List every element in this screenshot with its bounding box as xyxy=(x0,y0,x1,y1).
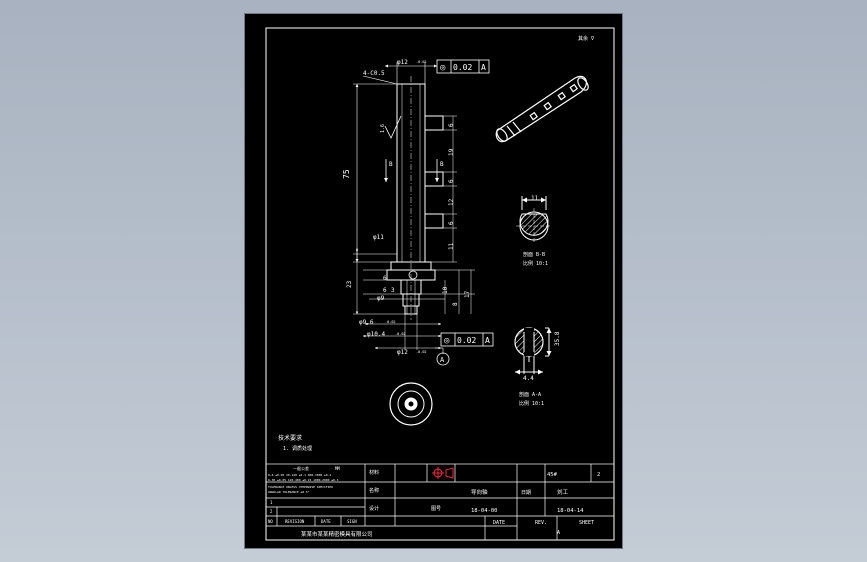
dia-11-text: φ11 xyxy=(373,234,384,241)
col-date: DATE xyxy=(321,519,331,524)
slot-dims xyxy=(431,115,457,263)
col-no: NO xyxy=(268,519,273,524)
cad-drawing: 其余 ∇ φ12 -0.02 4-C0.5 xyxy=(265,27,615,541)
quantity-value: 2 xyxy=(597,472,600,478)
dim-8-text: 8 xyxy=(452,302,459,306)
section-a-scale: 比例 10:1 xyxy=(519,400,544,407)
dia-10-4-text: φ10.4 xyxy=(367,331,385,338)
dia-12-bottom-text: φ12 xyxy=(397,349,408,356)
section-a-dim-h: 35.8 xyxy=(554,331,561,346)
dim-6b-text: 6 xyxy=(383,287,387,294)
tol-header-2: MM xyxy=(335,466,340,471)
length-main-text: 75 xyxy=(342,169,351,179)
shaft-main-view xyxy=(386,76,444,320)
rev-2: 2 xyxy=(270,509,273,514)
gtol-datum-bottom: A xyxy=(485,336,490,345)
company-name: 某某市某某精密模具有限公司 xyxy=(301,530,373,538)
tech-req-1: 1. 调质处理 xyxy=(283,445,312,452)
tol-header-1: 一般公差 xyxy=(293,465,309,471)
surface-mark-text: 1.6 xyxy=(380,124,386,133)
part-name-label: 名称 xyxy=(369,487,379,494)
slot-dim-6: 11 xyxy=(448,242,455,250)
top-dims xyxy=(353,62,437,263)
date-label: 日期 xyxy=(521,490,531,496)
slot-1 xyxy=(424,115,444,131)
section-b-label: 剖面 B-B xyxy=(523,251,545,258)
section-mark-b xyxy=(384,159,439,182)
gtol-symbol-top: ◎ xyxy=(440,63,446,73)
gtol-value-bottom: 0.02 xyxy=(457,336,476,345)
section-b-dim: 11 xyxy=(531,195,539,202)
isometric-view xyxy=(495,75,589,143)
part-name-value: 导向轴 xyxy=(471,488,488,496)
tol-row-2: 6-30 ±0.05 120-400 ±0.15 1000-2000 ±0.3 xyxy=(268,478,339,482)
end-view xyxy=(389,382,433,426)
gtol-value-top: 0.02 xyxy=(453,63,472,72)
part-no-value: 18-04-00 xyxy=(471,508,498,514)
col-revision: REVISION xyxy=(285,519,305,524)
note-row-2: ANGULAR TOLERANCE ±0.5° xyxy=(268,490,310,494)
slot-3 xyxy=(424,213,444,229)
drawn-value: 刘工 xyxy=(557,488,569,496)
corner-note: 其余 ∇ xyxy=(578,35,595,42)
rev-1: 1 xyxy=(270,500,273,505)
tol-row-1: 0-6 ±0.05 30-120 ±0.1 400-1000 ±0.2 xyxy=(268,473,331,477)
projection-symbol xyxy=(432,467,454,479)
dia-12-bottom-tol: -0.02 xyxy=(416,350,427,354)
datum-a-marker: A xyxy=(435,347,450,366)
drawing-sheet: 其余 ∇ φ12 -0.02 4-C0.5 xyxy=(244,13,623,549)
gtol-datum-top: A xyxy=(481,63,486,72)
surface-finish-symbol xyxy=(384,115,402,139)
section-b-right: B xyxy=(440,161,444,168)
top-dia-text: φ12 xyxy=(397,59,408,66)
chamfer-note: 4-C0.5 xyxy=(363,70,385,77)
material-value: 45# xyxy=(547,472,558,478)
slot-dim-1: 6 xyxy=(448,123,455,127)
dia-9-6-tol: -0.02 xyxy=(385,320,396,324)
gtol-symbol-bottom: ◎ xyxy=(444,336,450,346)
dim-23-text: 23 xyxy=(346,280,353,288)
section-b-left: B xyxy=(389,161,393,168)
section-b-scale: 比例 10:1 xyxy=(523,260,548,267)
gtol-frame-bottom: ◎ 0.02 A xyxy=(440,332,494,347)
dim-6-text: 6 xyxy=(383,275,387,282)
slot-dim-5: 6 xyxy=(448,221,455,225)
sheet-en: SHEET xyxy=(579,520,594,526)
part-no-label: 图号 xyxy=(431,506,441,512)
slot-dim-2: 19 xyxy=(448,148,455,156)
rev-value: A xyxy=(557,530,560,536)
drawn-label: 设计 xyxy=(369,505,379,512)
material-label: 材料 xyxy=(369,469,379,476)
lower-dims xyxy=(353,248,475,350)
gtol-frame-top: ◎ 0.02 A xyxy=(436,59,490,74)
dia-9-6-text: φ9.6 xyxy=(359,319,374,326)
col-sign: SIGN xyxy=(347,519,357,524)
dia-9-text: φ9 xyxy=(377,295,385,302)
date-value: 18-04-14 xyxy=(557,508,584,514)
dim-3-text: 3 xyxy=(391,287,395,294)
title-block-grid xyxy=(265,463,615,541)
note-row-1: TOLERANCE UNLESS OTHERWISE SPECIFIED xyxy=(268,485,333,489)
slot-2 xyxy=(424,171,444,187)
top-dia-tol: -0.02 xyxy=(416,60,427,64)
section-b-view xyxy=(516,196,552,244)
dim-17-text: 17 xyxy=(464,290,471,298)
slot-dim-4: 12 xyxy=(448,198,455,206)
section-a-view xyxy=(514,327,552,375)
section-a-dim-w: 4.4 xyxy=(523,375,534,382)
rev-en: REV. xyxy=(535,520,547,526)
date-en: DATE xyxy=(493,520,505,526)
dim-10-text: 10 xyxy=(442,286,449,294)
slot-dim-3: 6 xyxy=(448,179,455,183)
datum-a-text: A xyxy=(440,356,445,364)
section-a-label: 剖面 A-A xyxy=(519,391,541,398)
dia-10-4-tol: -0.02 xyxy=(395,332,406,336)
tech-req-title: 技术要求 xyxy=(278,434,302,442)
